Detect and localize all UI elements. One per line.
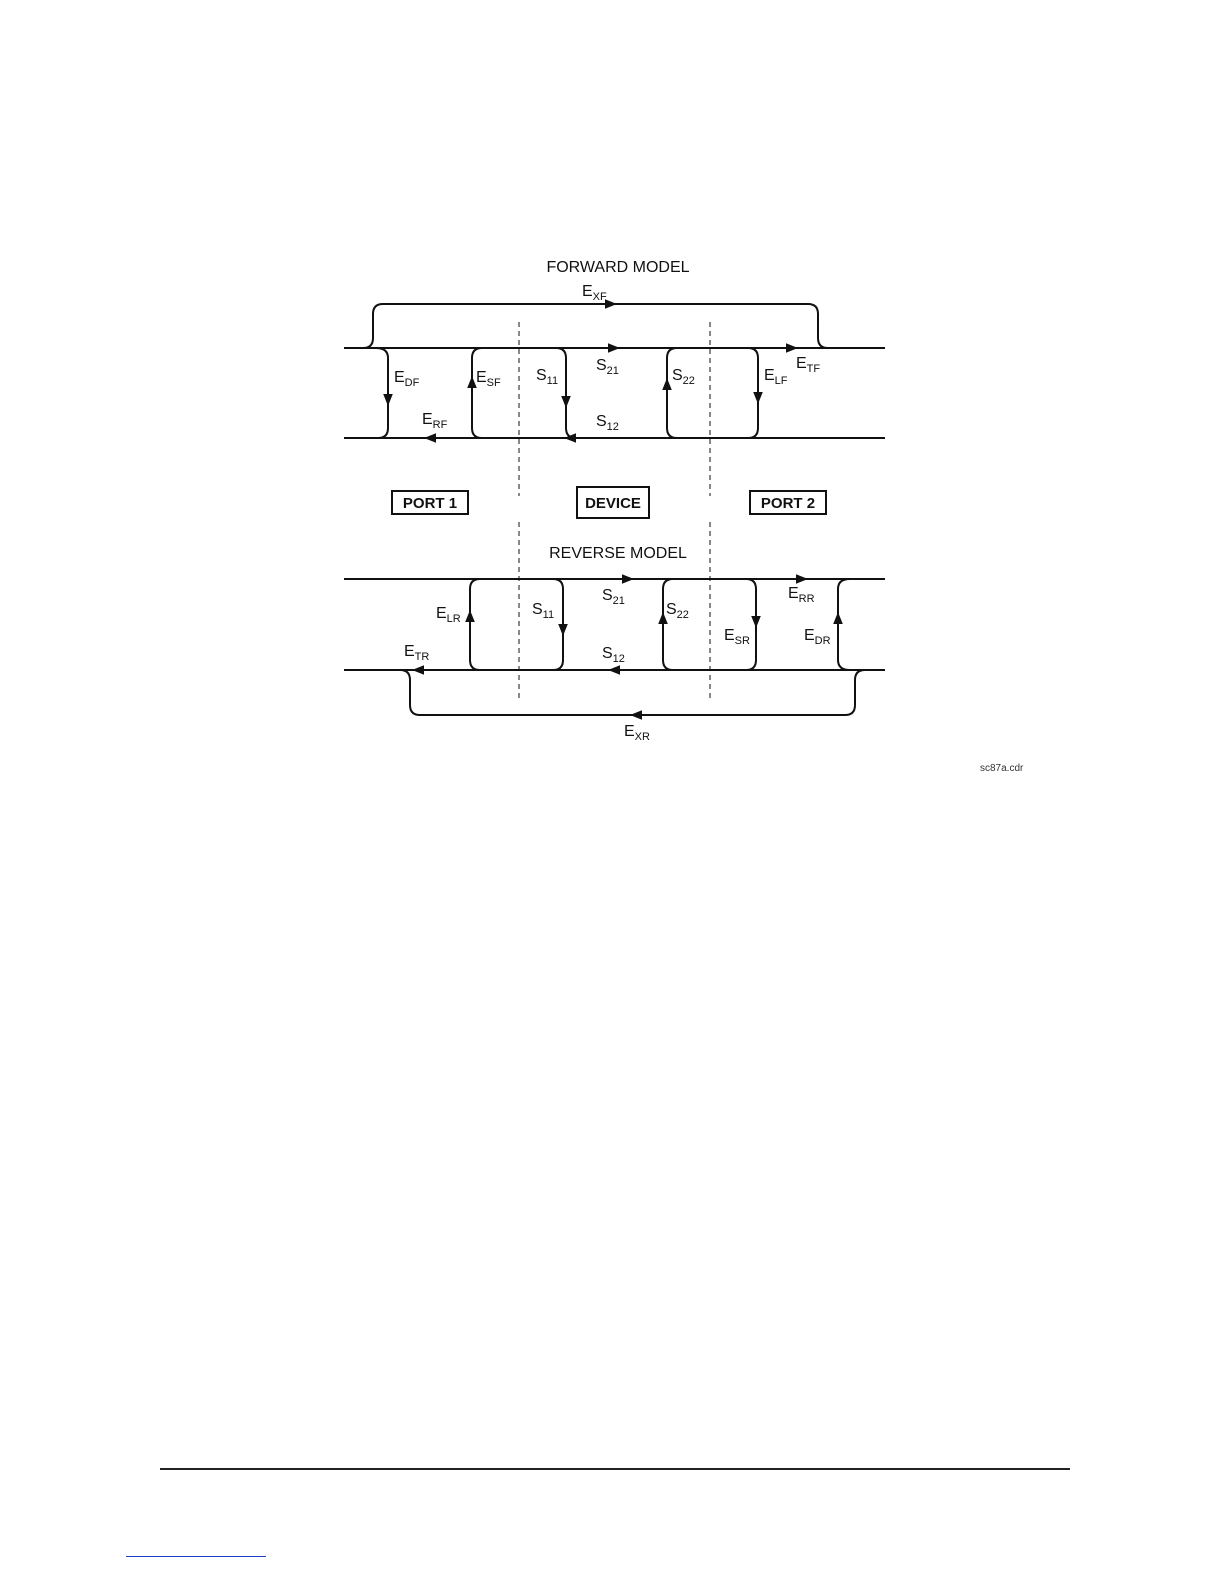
figure-file-name: sc87a.cdr [980,763,1024,774]
label-elf: ELF [764,367,788,387]
forward-model: FORWARD MODEL EXF EDF [344,259,885,438]
label-fwd-s11: S11 [536,367,558,387]
label-etf: ETF [796,355,820,375]
label-err: ERR [788,585,815,605]
esr-path [746,579,756,670]
esf-path [472,348,482,438]
label-exr: EXR [624,723,650,743]
rev-s11-path [553,579,563,670]
region-labels: PORT 1 DEVICE PORT 2 [392,487,826,518]
edf-path [376,348,388,438]
label-etr: ETR [404,643,429,663]
label-edr: EDR [804,627,831,647]
footer-link-underline[interactable] [126,1556,266,1557]
forward-model-title: FORWARD MODEL [546,259,689,276]
reverse-model-title: REVERSE MODEL [549,545,687,562]
edr-path [838,579,850,670]
label-exf: EXF [582,283,607,303]
label-fwd-s22: S22 [672,367,695,387]
label-rev-s11: S11 [532,601,554,621]
exr-path [400,670,865,715]
label-fwd-s12: S12 [596,413,619,433]
label-rev-s12: S12 [602,645,625,665]
port1-label: PORT 1 [403,495,457,512]
rev-s22-path [663,579,673,670]
fwd-s22-path [667,348,677,438]
label-rev-s21: S21 [602,587,625,607]
exf-path [363,304,828,348]
label-edf: EDF [394,369,420,389]
label-rev-s22: S22 [666,601,689,621]
label-esr: ESR [724,627,750,647]
device-label: DEVICE [585,495,641,512]
reverse-model: REVERSE MODEL ELR ETR [344,545,885,743]
label-erf: ERF [422,411,448,431]
elr-path [470,579,480,670]
label-esf: ESF [476,369,501,389]
label-elr: ELR [436,605,461,625]
port2-label: PORT 2 [761,495,815,512]
footer-rule [160,1468,1070,1470]
elf-path [748,348,758,438]
label-fwd-s21: S21 [596,357,619,377]
